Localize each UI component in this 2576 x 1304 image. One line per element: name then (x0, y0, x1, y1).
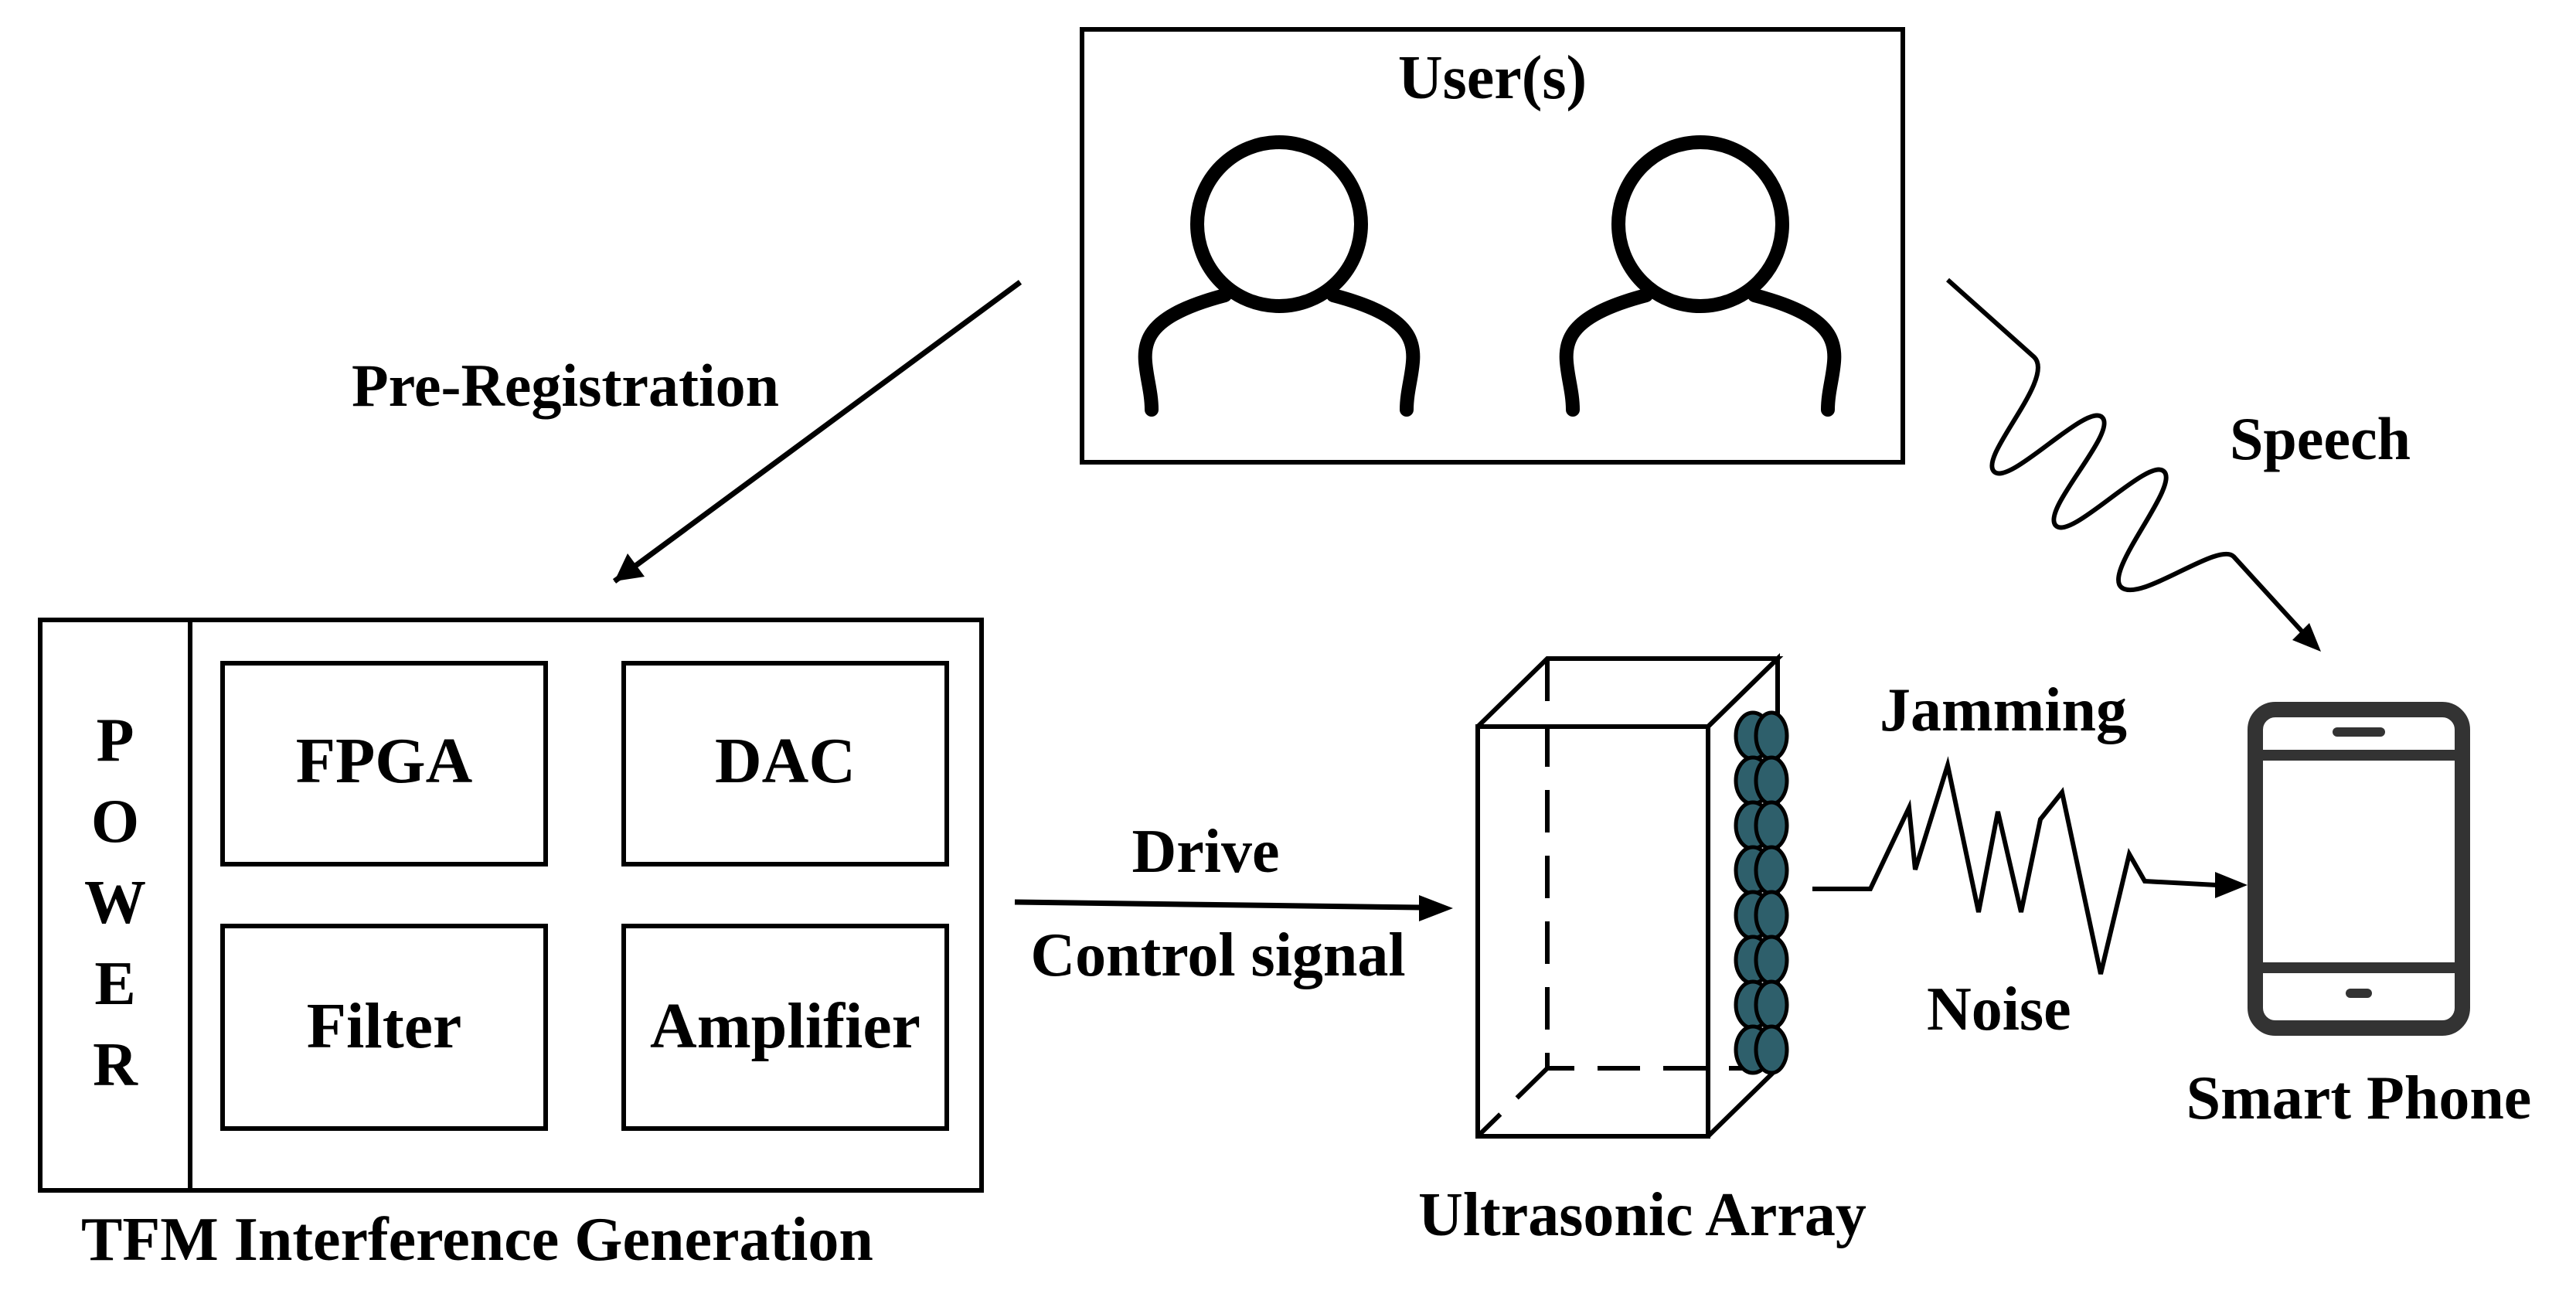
pre-registration-arrow (612, 280, 1023, 584)
users-box: User(s) (1080, 27, 1905, 465)
transducer-disc (1754, 845, 1789, 896)
jamming-label: Jamming (1880, 676, 2127, 744)
drive-arrow (1014, 895, 1453, 921)
power-letter: W (84, 869, 146, 937)
tfm-generator: P O W E R FPGA DAC Filter Amplifier (38, 618, 984, 1193)
jamming-noise-wave (1812, 756, 2248, 975)
power-letter: E (94, 950, 135, 1018)
user-icon (1138, 135, 1421, 417)
smart-phone-icon (2248, 702, 2470, 1036)
pre-registration-label: Pre-Registration (352, 352, 779, 419)
array-caption: Ultrasonic Array (1418, 1181, 1866, 1249)
module-label: Amplifier (650, 990, 920, 1062)
transducer-disc (1754, 890, 1789, 941)
transducer-disc (1754, 800, 1789, 851)
power-letter: P (97, 706, 134, 775)
module-label: DAC (715, 725, 856, 797)
transducer-column (1734, 710, 1789, 1075)
drive-label: Drive (1131, 818, 1279, 886)
control-signal-label: Control signal (1030, 921, 1405, 989)
users-title: User(s) (1398, 44, 1587, 112)
tfm-caption: TFM Interference Generation (81, 1206, 873, 1274)
module-dac: DAC (621, 661, 949, 866)
noise-label: Noise (1927, 975, 2071, 1044)
power-letter: R (93, 1031, 138, 1099)
ultrasonic-array (1475, 652, 1789, 1139)
speech-wave (1946, 277, 2321, 652)
transducer-disc (1754, 710, 1789, 761)
speech-label: Speech (2230, 405, 2411, 472)
user-icon (1559, 135, 1842, 417)
module-label: Filter (307, 990, 462, 1062)
power-letter: O (91, 788, 139, 856)
transducer-disc (1754, 935, 1789, 986)
module-label: FPGA (296, 725, 473, 797)
module-amplifier: Amplifier (621, 924, 949, 1131)
phone-caption: Smart Phone (2186, 1064, 2532, 1132)
power-strip: P O W E R (84, 706, 146, 1099)
module-filter: Filter (220, 924, 548, 1131)
transducer-disc (1754, 1024, 1789, 1075)
transducer-disc (1754, 755, 1789, 806)
module-fpga: FPGA (220, 661, 548, 866)
transducer-disc (1754, 979, 1789, 1030)
